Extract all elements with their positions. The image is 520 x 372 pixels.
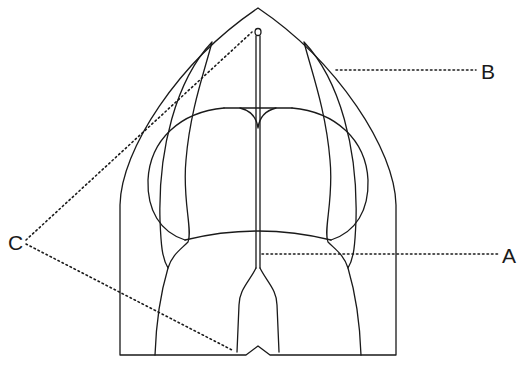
part-letter: C [8,232,23,253]
part-letter: B [481,61,495,82]
fork-left [237,268,256,352]
lobe-notch [240,108,276,128]
left-lobe [148,108,224,240]
midline-left [255,36,256,268]
midline-tip [255,29,261,36]
right-lobe [292,108,368,240]
leader-line [262,253,498,255]
leader-line [26,32,252,240]
left-lower-line [155,268,168,355]
right-crescent [304,42,356,268]
leader-line [26,244,232,350]
lobe-top-line [224,107,292,108]
leader-line [336,69,476,71]
outer-outline [120,8,396,355]
fork-right [260,268,279,352]
midline-right [259,36,260,268]
right-lower-line [348,268,361,355]
part-letter: A [502,245,516,266]
lobe-bottom [185,231,331,240]
